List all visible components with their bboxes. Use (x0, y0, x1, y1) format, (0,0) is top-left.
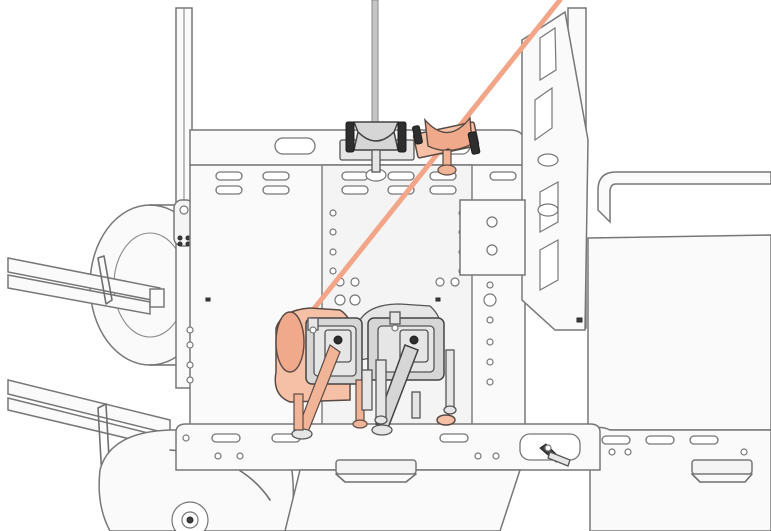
right-bracket (459, 10, 589, 331)
base-plate (175, 423, 601, 531)
roller-grey (339, 121, 415, 182)
left-arm-upper (7, 255, 165, 315)
bracket-highlight (274, 307, 373, 440)
slot-row-top (215, 171, 517, 195)
left-arm-lower (7, 379, 171, 479)
roller-highlight (412, 116, 481, 176)
latch (539, 443, 571, 467)
rope (302, 0, 563, 323)
bracket-grey (359, 303, 457, 436)
right-cart-panel (587, 171, 771, 531)
